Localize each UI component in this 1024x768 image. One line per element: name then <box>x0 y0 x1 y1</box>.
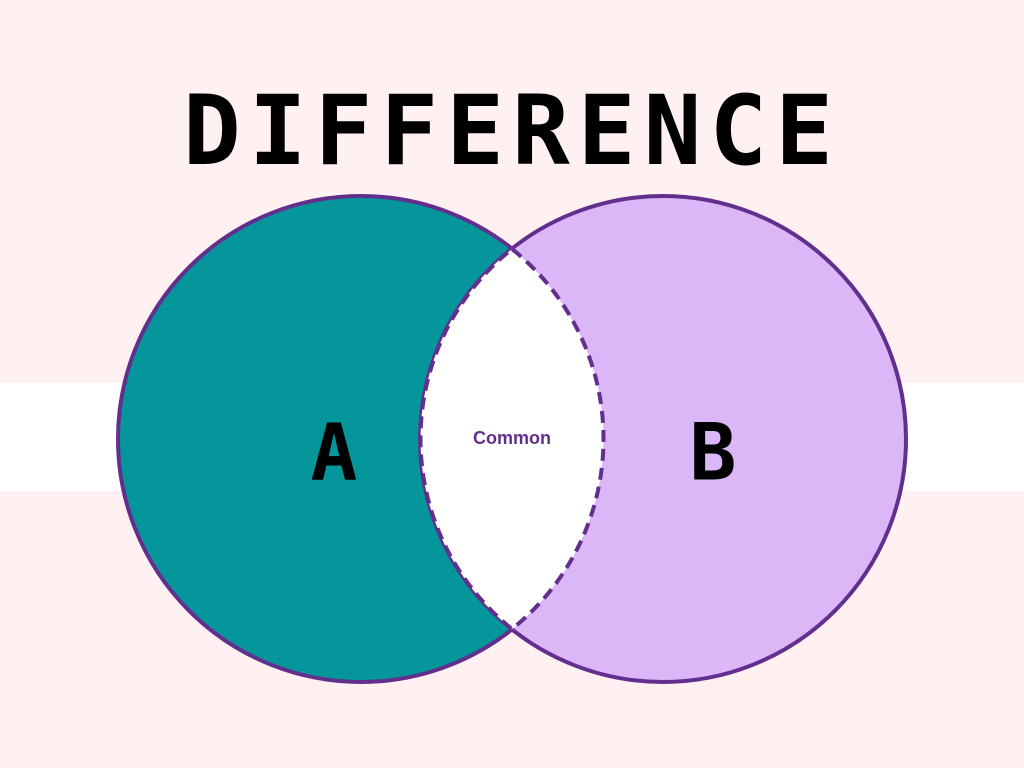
intersection-label: Common <box>473 428 551 448</box>
set-a-label: A <box>311 408 358 498</box>
set-b-label: B <box>690 408 737 498</box>
page-title: DIFFERENCE <box>183 75 841 187</box>
intersection-region <box>418 246 606 632</box>
